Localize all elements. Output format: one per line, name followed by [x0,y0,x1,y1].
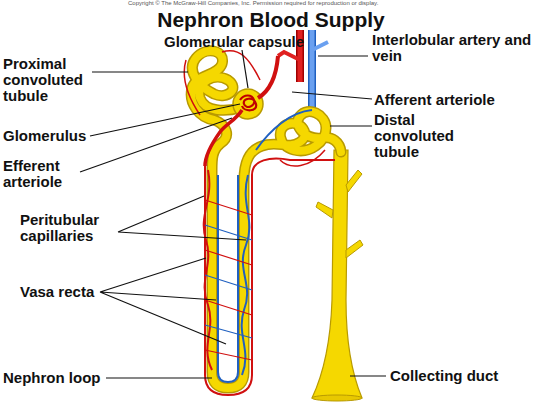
nephron-tubule [191,51,341,388]
leader-line [318,55,368,56]
afferent-arteriole [258,56,278,98]
part-label: Collecting duct [390,368,540,384]
interlobular-vein-fill [310,30,315,115]
duct-opening [312,395,362,401]
duct-branch [346,170,362,192]
leader-line [92,71,188,72]
vein-branch [312,42,328,50]
copyright-note: Copyright © The McGraw-Hill Companies, I… [128,0,428,7]
part-label: Distal convoluted tubule [374,112,474,160]
collecting-duct-tube [312,150,362,398]
leader-line [80,118,232,172]
tubule-outline [191,51,341,388]
vasa-recta-vein [218,175,238,382]
peritubular-capillary [184,51,260,115]
leader-line [242,50,248,88]
capillary-crosslink [205,200,252,360]
leader-line [106,377,212,378]
capillary-crosslink [205,225,252,338]
leader-line [350,375,386,376]
part-label: Nephron loop [3,370,123,386]
vasa-recta-artery [205,159,335,395]
glomerular-capillaries [240,96,256,111]
part-label: Proximal convoluted tubule [3,56,95,104]
part-label: Glomerulus [3,128,103,144]
leader-line [100,258,226,344]
duct-branch [346,240,363,258]
vasa-recta-vessel [204,170,212,370]
diagram-title: Nephron Blood Supply [0,8,542,32]
leader-lines [80,50,386,378]
part-label: Glomerular capsule [164,34,324,50]
leader-line [90,104,240,136]
artery-branch [278,52,300,60]
duct-branch [316,202,333,218]
peritubular-capillary [256,110,312,150]
vasa-recta-vessel [242,175,250,375]
part-label: Interlobular artery and vein [372,32,532,64]
collecting-duct [312,150,363,401]
efferent-arteriole [205,110,242,166]
part-label: Efferent arteriole [3,158,81,190]
leader-line [292,92,372,99]
leader-line [330,125,372,126]
leader-line [118,196,246,240]
part-label: Peritubular capillaries [20,212,120,244]
part-label: Afferent arteriole [374,92,534,108]
capillary-network [184,51,335,395]
tubule-fill [191,51,341,388]
glomerulus [205,56,278,166]
interlobular-vein [308,30,316,115]
part-label: Vasa recta [20,284,120,300]
peritubular-capillary [280,150,325,166]
